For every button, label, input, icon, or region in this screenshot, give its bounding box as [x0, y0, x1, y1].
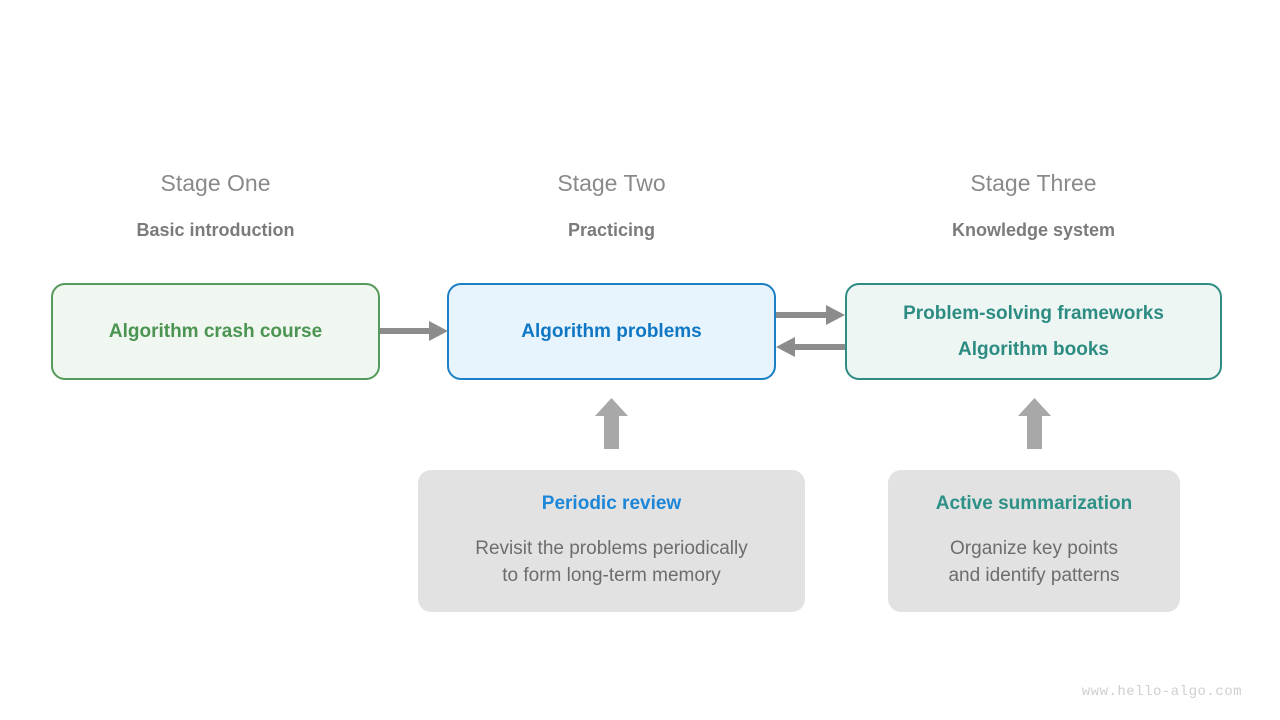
stage-box-three[interactable]: Problem-solving frameworks Algorithm boo…: [845, 283, 1222, 380]
stage-title: Stage Two: [557, 170, 666, 196]
arrow-stage-three-to-two: [776, 335, 845, 361]
stage-subtitle: Knowledge system: [951, 220, 1116, 240]
stage-header-three: Stage Three Knowledge system: [845, 170, 1222, 240]
stage-subtitle: Practicing: [567, 220, 656, 240]
stage-box-one[interactable]: Algorithm crash course: [51, 283, 380, 380]
arrow-review-to-stage-two: [595, 398, 628, 449]
support-box-periodic-review[interactable]: Periodic review Revisit the problems per…: [418, 470, 805, 612]
support-box-body: Revisit the problems periodically to for…: [475, 537, 748, 586]
arrow-stage-one-to-two: [380, 318, 448, 344]
arrow-summarization-to-stage-three: [1018, 398, 1051, 449]
stage-box-line: Algorithm problems: [521, 321, 702, 342]
stage-box-line: Problem-solving frameworks: [903, 303, 1164, 324]
support-box-body: Organize key points and identify pattern…: [948, 537, 1120, 586]
support-box-active-summarization[interactable]: Active summarization Organize key points…: [888, 470, 1180, 612]
watermark: www.hello-algo.com: [1081, 684, 1242, 700]
stage-subtitle: Basic introduction: [136, 220, 295, 240]
stage-box-two[interactable]: Algorithm problems: [447, 283, 776, 380]
stage-header-one: Stage One Basic introduction: [51, 170, 380, 240]
stage-header-two: Stage Two Practicing: [447, 170, 776, 240]
support-box-title: Periodic review: [541, 492, 682, 514]
stage-title: Stage Three: [970, 170, 1097, 196]
stage-box-line: Algorithm books: [958, 339, 1109, 360]
stage-title: Stage One: [160, 170, 271, 196]
support-box-title: Active summarization: [935, 492, 1133, 514]
stage-box-line: Algorithm crash course: [108, 321, 323, 342]
arrow-stage-two-to-three: [776, 303, 845, 329]
